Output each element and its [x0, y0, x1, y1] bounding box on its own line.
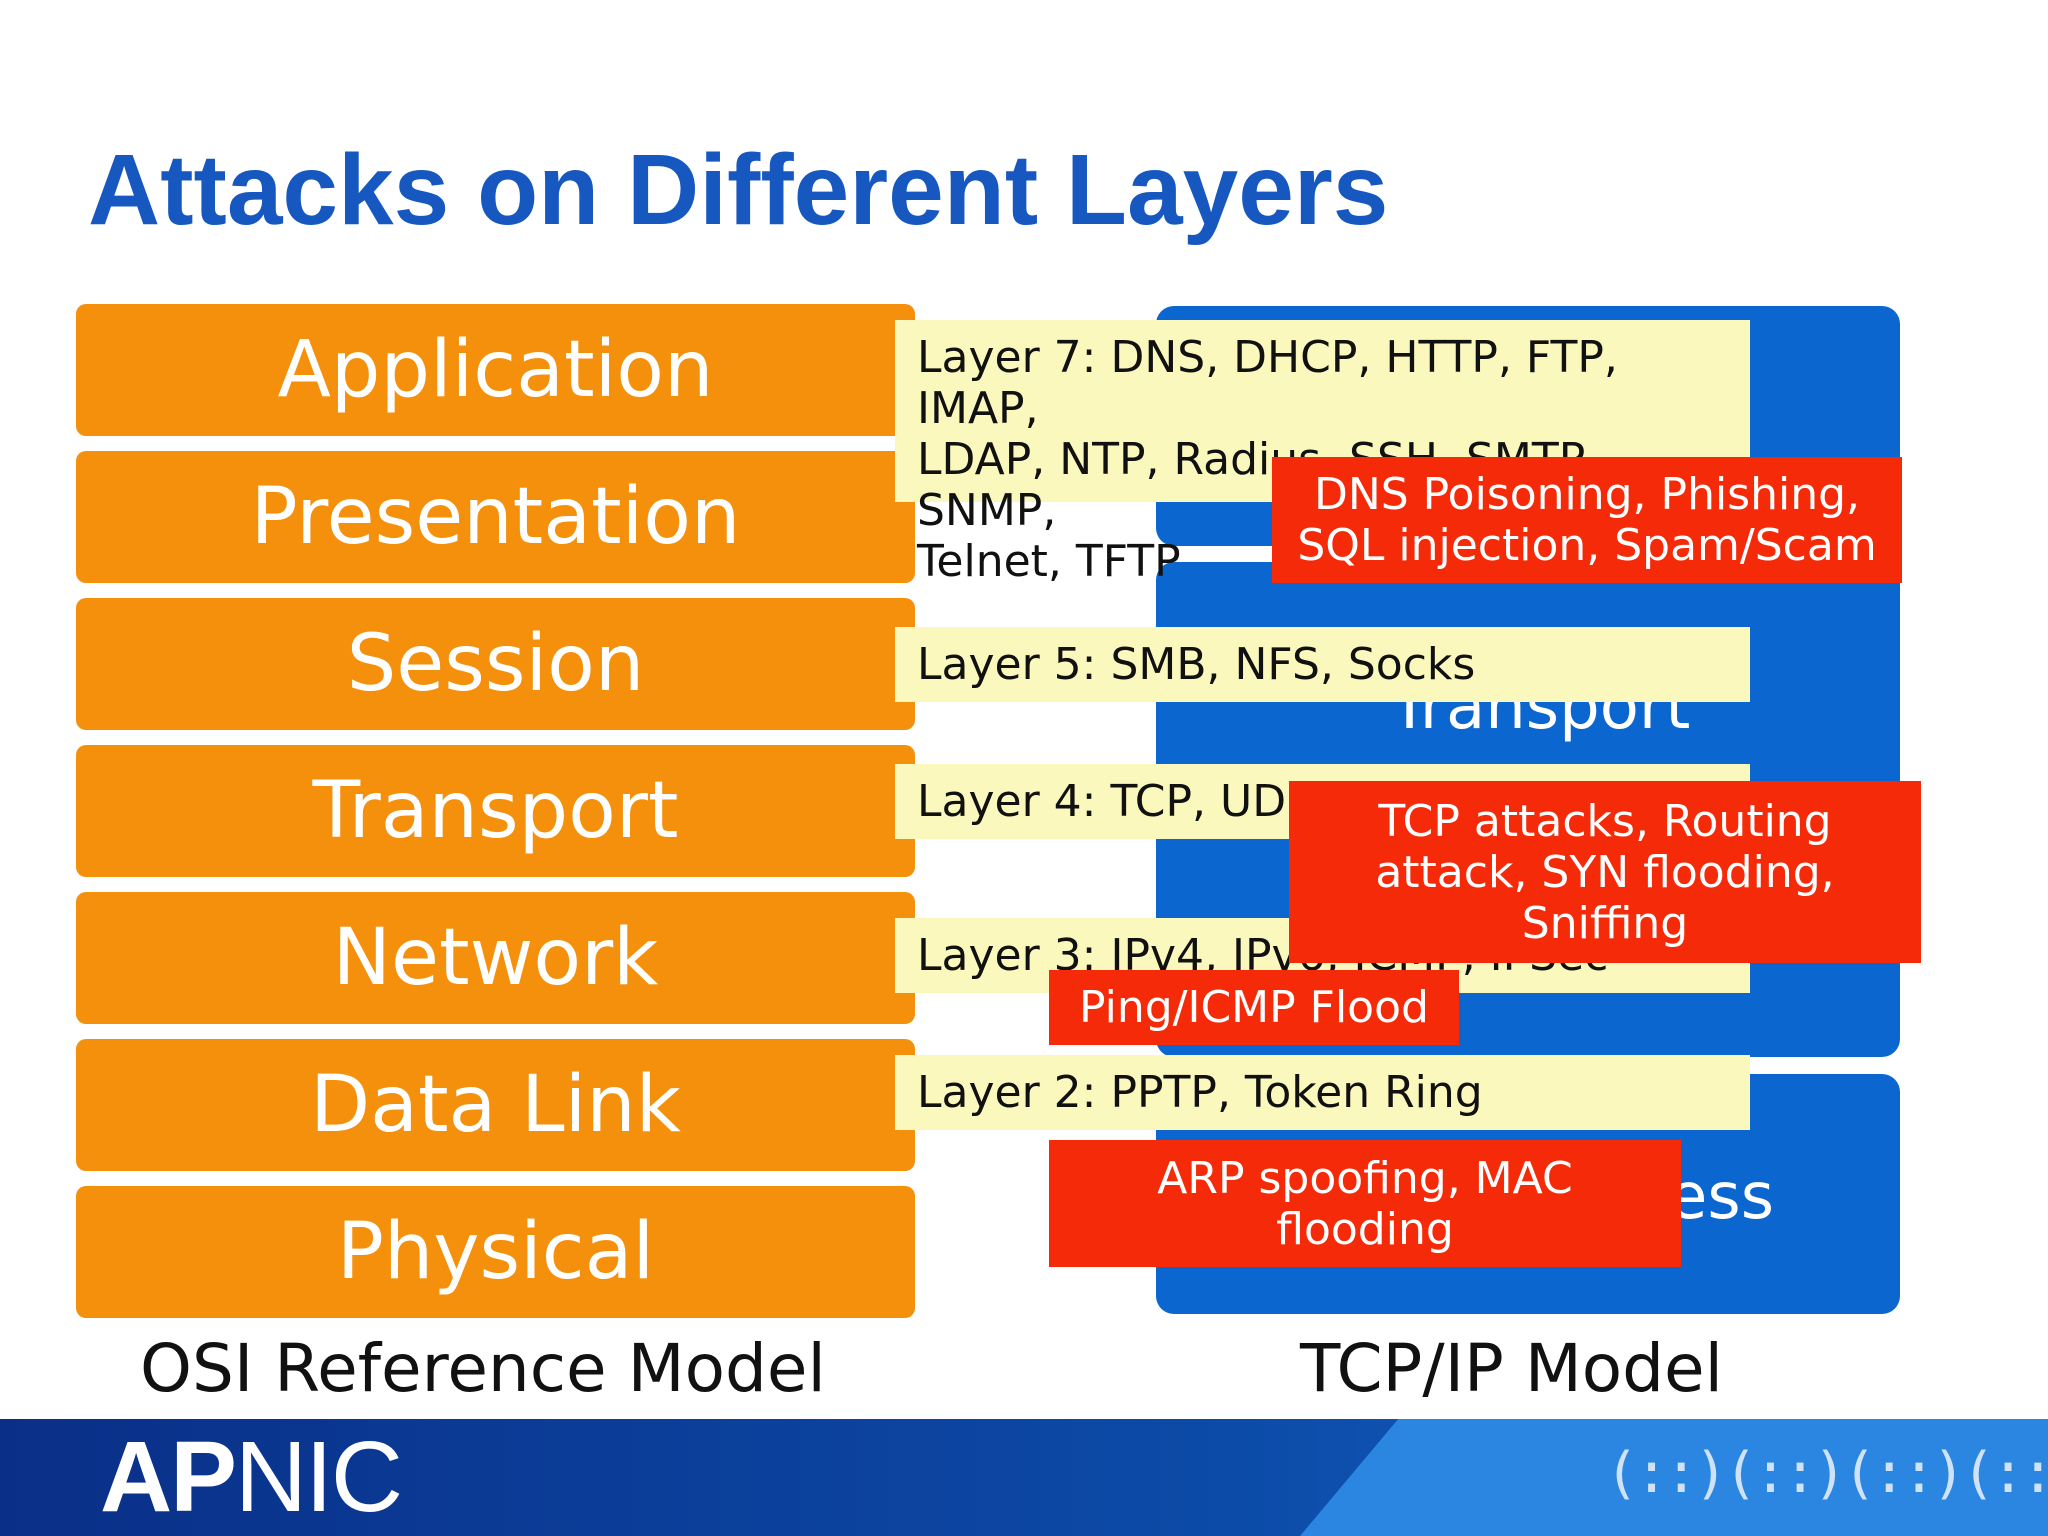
tcpip-label-network-access: ess	[1668, 1160, 1775, 1234]
attacks-network-layer: Ping/ICMP Flood	[1049, 970, 1459, 1045]
footer-bar: APNIC (::)(::)(::)(::)(::)	[0, 1419, 2048, 1536]
attacks-application-line-2: SQL injection, Spam/Scam	[1297, 520, 1877, 571]
decorative-dots-icon: (::)(::)(::)(::)(::)	[1605, 1441, 2048, 1506]
logo-bold-part: AP	[100, 1421, 237, 1533]
attacks-transport-line-3: Sniffing	[1521, 897, 1689, 949]
attacks-data-link-layer: ARP spoofing, MAC flooding	[1049, 1140, 1681, 1267]
attacks-application-line-1: DNS Poisoning, Phishing,	[1313, 469, 1861, 520]
protocols-layer-5: Layer 5: SMB, NFS, Socks	[895, 627, 1750, 702]
tcpip-model-caption: TCP/IP Model	[1300, 1330, 1723, 1407]
attacks-transport-line-1: TCP attacks, Routing	[1378, 795, 1832, 847]
attacks-datalink-line-2: flooding	[1276, 1203, 1454, 1255]
apnic-logo: APNIC	[100, 1427, 403, 1527]
osi-layer-presentation: Presentation	[76, 451, 915, 583]
osi-model-caption: OSI Reference Model	[140, 1330, 826, 1407]
osi-layer-transport: Transport	[76, 745, 915, 877]
osi-layer-session: Session	[76, 598, 915, 730]
protocols-layer-7: Layer 7: DNS, DHCP, HTTP, FTP, IMAP, LDA…	[895, 320, 1750, 587]
protocols-layer-7-line-3: Telnet, TFTP	[917, 536, 1181, 587]
osi-layer-application: Application	[76, 304, 915, 436]
osi-layer-physical: Physical	[76, 1186, 915, 1318]
slide-title: Attacks on Different Layers	[88, 134, 1389, 246]
attacks-transport-layer: TCP attacks, Routing attack, SYN floodin…	[1289, 781, 1921, 963]
osi-layer-network: Network	[76, 892, 915, 1024]
attacks-transport-line-2: attack, SYN flooding,	[1375, 846, 1835, 898]
attacks-application-layer: DNS Poisoning, Phishing, SQL injection, …	[1272, 457, 1902, 583]
protocols-layer-7-line-1: Layer 7: DNS, DHCP, HTTP, FTP, IMAP,	[917, 332, 1618, 434]
osi-layer-data-link: Data Link	[76, 1039, 915, 1171]
attacks-datalink-line-1: ARP spoofing, MAC	[1157, 1152, 1573, 1204]
logo-regular-part: NIC	[234, 1421, 403, 1533]
protocols-layer-2: Layer 2: PPTP, Token Ring	[895, 1055, 1750, 1130]
